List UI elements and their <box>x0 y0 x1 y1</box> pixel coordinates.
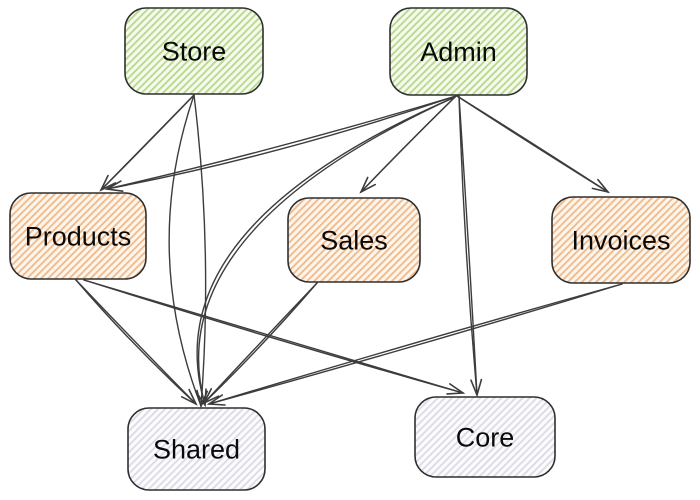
edge-products-core <box>83 279 466 395</box>
arrowhead-admin-shared <box>195 388 207 408</box>
node-label-shared: Shared <box>153 435 240 465</box>
edge-line-store-products-1 <box>100 94 195 191</box>
edge-line-invoices-shared-0 <box>208 283 623 405</box>
edge-line-invoices-shared-1 <box>208 283 623 405</box>
edge-sales-shared <box>202 282 318 405</box>
edge-line-admin-shared-0 <box>196 96 456 406</box>
edge-admin-shared <box>195 96 456 408</box>
edge-line-store-shared-0 <box>168 94 202 407</box>
edge-admin-core <box>458 95 483 398</box>
node-label-core: Core <box>456 423 515 453</box>
node-label-store: Store <box>162 37 227 67</box>
arrowhead-admin-sales <box>359 176 376 194</box>
edge-line-admin-shared-1 <box>197 96 456 406</box>
node-label-admin: Admin <box>420 37 497 67</box>
edge-line-products-core-0 <box>83 279 464 394</box>
arrowhead-invoices-shared <box>206 394 226 406</box>
edge-line-products-core-1 <box>83 279 464 394</box>
node-admin: Admin <box>389 7 528 96</box>
node-core: Core <box>414 396 556 478</box>
edge-line-sales-shared-0 <box>203 282 318 404</box>
node-box-products <box>9 192 147 280</box>
edge-line-admin-sales-1 <box>360 95 457 193</box>
node-products: Products <box>9 192 147 280</box>
edge-line-admin-core-1 <box>458 95 478 396</box>
node-label-products: Products <box>25 222 132 252</box>
node-box-invoices <box>551 196 691 284</box>
node-box-sales <box>287 197 421 283</box>
edge-admin-invoices <box>456 95 611 194</box>
node-label-invoices: Invoices <box>571 226 670 256</box>
arrowhead-store-products <box>99 174 117 192</box>
edge-line-products-shared-1 <box>75 279 197 405</box>
node-box-core <box>414 396 556 478</box>
edge-admin-products <box>104 95 457 192</box>
edge-line-admin-products-0 <box>106 95 457 190</box>
edge-line-admin-core-0 <box>458 95 478 396</box>
node-label-sales: Sales <box>320 226 388 256</box>
edge-line-store-shared-1 <box>193 94 207 407</box>
edge-invoices-shared <box>206 283 623 406</box>
arrowhead-products-shared <box>180 388 198 406</box>
node-box-shared <box>127 407 266 491</box>
arrowhead-products-core <box>446 383 466 395</box>
arrowhead-admin-core <box>470 378 483 398</box>
edge-line-products-shared-0 <box>75 279 197 405</box>
node-store: Store <box>124 7 264 95</box>
node-box-admin <box>389 7 528 96</box>
edge-line-sales-shared-1 <box>203 282 318 404</box>
arrowhead-admin-invoices <box>591 178 611 194</box>
edge-store-shared <box>168 94 209 409</box>
arrowhead-admin-products <box>104 180 124 192</box>
edge-line-admin-invoices-1 <box>456 95 609 193</box>
node-invoices: Invoices <box>551 196 691 284</box>
node-box-store <box>124 7 264 95</box>
edge-admin-sales <box>359 95 457 194</box>
edge-store-products <box>99 94 195 192</box>
arrowhead-sales-shared <box>202 388 220 405</box>
node-shared: Shared <box>127 407 266 491</box>
edge-products-shared <box>75 279 198 406</box>
edge-line-admin-products-1 <box>106 95 457 190</box>
node-sales: Sales <box>287 197 421 283</box>
